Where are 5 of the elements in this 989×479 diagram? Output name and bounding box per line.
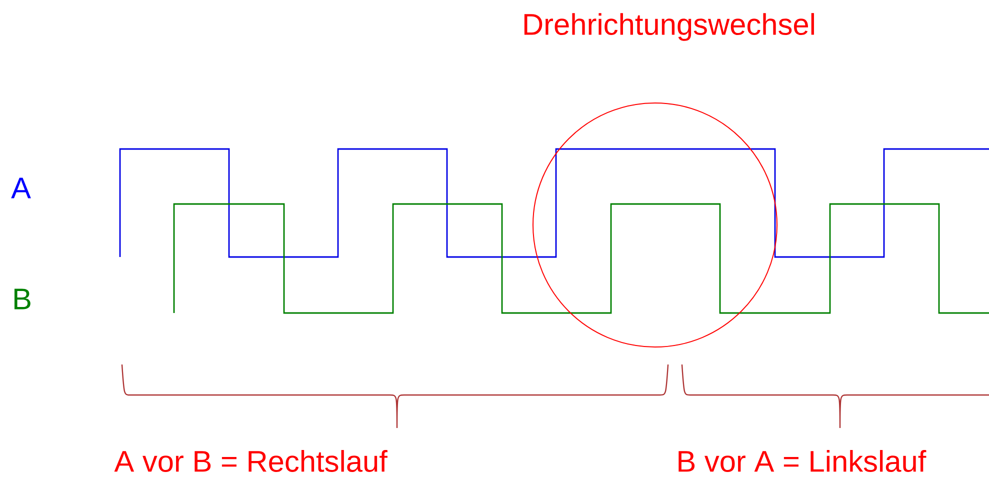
heading: Drehrichtungswechsel [524,13,814,41]
direction-label: A vor B = Rechtslauf [114,450,388,472]
signal-label: A [11,178,31,198]
direction-label: B vor A = Linkslauf [678,450,926,472]
signal-label: B [14,288,30,310]
